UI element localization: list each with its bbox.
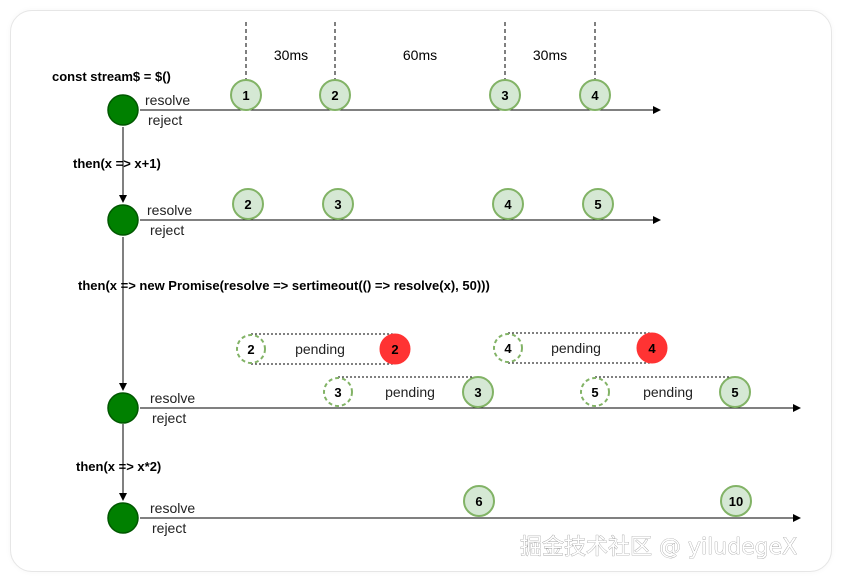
value-node: 5 — [582, 188, 614, 220]
reject-label: reject — [148, 112, 182, 128]
pending-label: pending — [551, 340, 601, 356]
pending-group: 3 pending 3 — [323, 376, 494, 408]
value-node: 3 — [489, 79, 521, 111]
diagram-card — [10, 10, 832, 572]
value-node: 3 — [322, 188, 354, 220]
reject-label: reject — [152, 410, 186, 426]
source-node — [107, 204, 139, 236]
code-then-2: then(x => new Promise(resolve => sertime… — [78, 278, 490, 293]
svg-text:4: 4 — [648, 341, 656, 356]
svg-text:4: 4 — [504, 341, 512, 356]
svg-text:3: 3 — [501, 88, 508, 103]
value-node: 2 — [232, 188, 264, 220]
pending-label: pending — [385, 384, 435, 400]
value-node: 10 — [720, 485, 752, 517]
reject-label: reject — [150, 222, 184, 238]
svg-text:5: 5 — [594, 197, 601, 212]
svg-text:2: 2 — [247, 342, 254, 357]
code-then-3: then(x => x*2) — [76, 459, 161, 474]
svg-text:2: 2 — [391, 342, 398, 357]
pending-group: 2 pending 2 — [236, 333, 411, 365]
value-node: 1 — [230, 79, 262, 111]
code-then-1: then(x => x+1) — [73, 156, 161, 171]
value-node: 4 — [579, 79, 611, 111]
svg-text:10: 10 — [729, 494, 743, 509]
svg-text:5: 5 — [591, 385, 598, 400]
reject-label: reject — [152, 520, 186, 536]
svg-text:3: 3 — [334, 197, 341, 212]
svg-text:4: 4 — [591, 88, 599, 103]
interval-label: 30ms — [533, 47, 567, 63]
pending-label: pending — [643, 384, 693, 400]
svg-text:6: 6 — [475, 494, 482, 509]
value-node: 6 — [463, 485, 495, 517]
watermark: 掘金技术社区 @ yiludegeX — [520, 535, 797, 560]
source-node — [107, 94, 139, 126]
interval-label: 30ms — [274, 47, 308, 63]
svg-text:5: 5 — [731, 385, 738, 400]
svg-text:4: 4 — [504, 197, 512, 212]
resolve-label: resolve — [150, 500, 195, 516]
pending-group: 4 pending 4 — [493, 332, 668, 364]
svg-text:3: 3 — [334, 385, 341, 400]
svg-text:3: 3 — [474, 385, 481, 400]
resolve-label: resolve — [145, 92, 190, 108]
pending-label: pending — [295, 341, 345, 357]
value-node: 2 — [319, 79, 351, 111]
resolve-label: resolve — [147, 202, 192, 218]
value-node: 4 — [492, 188, 524, 220]
resolve-label: resolve — [150, 390, 195, 406]
code-stream: const stream$ = $() — [52, 69, 171, 84]
svg-text:1: 1 — [242, 88, 249, 103]
interval-label: 60ms — [403, 47, 437, 63]
source-node — [107, 392, 139, 424]
svg-text:2: 2 — [244, 197, 251, 212]
svg-text:2: 2 — [331, 88, 338, 103]
pending-group: 5 pending 5 — [580, 376, 751, 408]
source-node — [107, 502, 139, 534]
